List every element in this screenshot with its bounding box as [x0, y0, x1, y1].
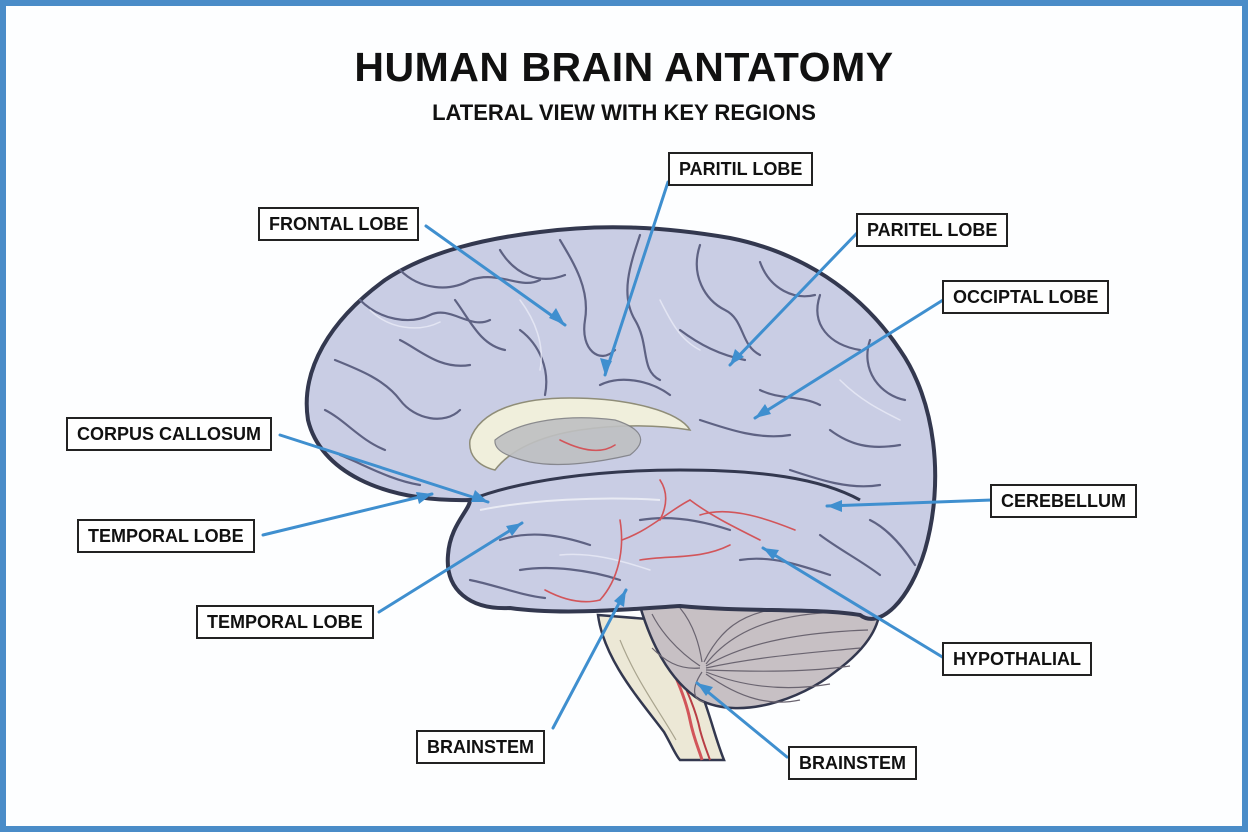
cerebrum-shape — [304, 225, 938, 621]
arrowhead-paritel-lobe — [730, 349, 744, 365]
leader-line-frontal-lobe — [424, 224, 567, 327]
arrowhead-temporal-lobe-2 — [506, 523, 522, 536]
label-hypothalial: HYPOTHALIAL — [942, 642, 1092, 676]
label-temporal-lobe-2: TEMPORAL LOBE — [196, 605, 374, 639]
label-paritil-lobe: PARITIL LOBE — [668, 152, 814, 186]
arrowhead-corpus-callosum — [471, 490, 488, 502]
label-brainstem-2: BRAINSTEM — [788, 746, 917, 780]
cerebellum-shape — [638, 604, 882, 710]
leader-line-cerebellum — [825, 498, 994, 508]
page-title: HUMAN BRAIN ANTATOMY — [354, 44, 894, 90]
arrowhead-frontal-lobe — [549, 308, 565, 325]
label-frontal-lobe: FRONTAL LOBE — [258, 207, 420, 241]
arrowhead-hypothalial — [763, 548, 779, 560]
arrowhead-occipital-lobe — [755, 404, 771, 418]
arrowhead-paritil-lobe — [600, 358, 612, 375]
label-brainstem-1: BRAINSTEM — [416, 730, 545, 764]
leader-line-brainstem-1 — [551, 588, 628, 730]
label-corpus-callosum: CORPUS CALLOSUM — [66, 417, 272, 451]
leader-line-brainstem-2 — [695, 681, 789, 759]
leader-line-temporal-lobe-2 — [377, 521, 524, 614]
label-cerebellum: CEREBELLUM — [990, 484, 1137, 518]
arrowhead-cerebellum — [827, 500, 842, 512]
corpus-callosum-shape — [469, 397, 692, 471]
label-temporal-lobe-1: TEMPORAL LOBE — [77, 519, 255, 553]
label-paritel-lobe: PARITEL LOBE — [856, 213, 1009, 247]
leader-line-hypothalial — [761, 546, 946, 660]
leader-line-paritel-lobe — [728, 230, 860, 367]
arrowhead-brainstem-2 — [697, 683, 713, 696]
arrowhead-temporal-lobe-1 — [416, 492, 432, 504]
page-subtitle: LATERAL VIEW WITH KEY REGIONS — [432, 100, 816, 125]
leader-line-paritil-lobe — [603, 180, 670, 377]
leader-line-temporal-lobe-1 — [261, 492, 434, 537]
leader-line-occipital-lobe — [753, 298, 945, 420]
arrowhead-brainstem-1 — [614, 590, 626, 607]
leader-line-corpus-callosum — [278, 433, 490, 504]
label-occipital-lobe: OCCIPTAL LOBE — [942, 280, 1110, 314]
